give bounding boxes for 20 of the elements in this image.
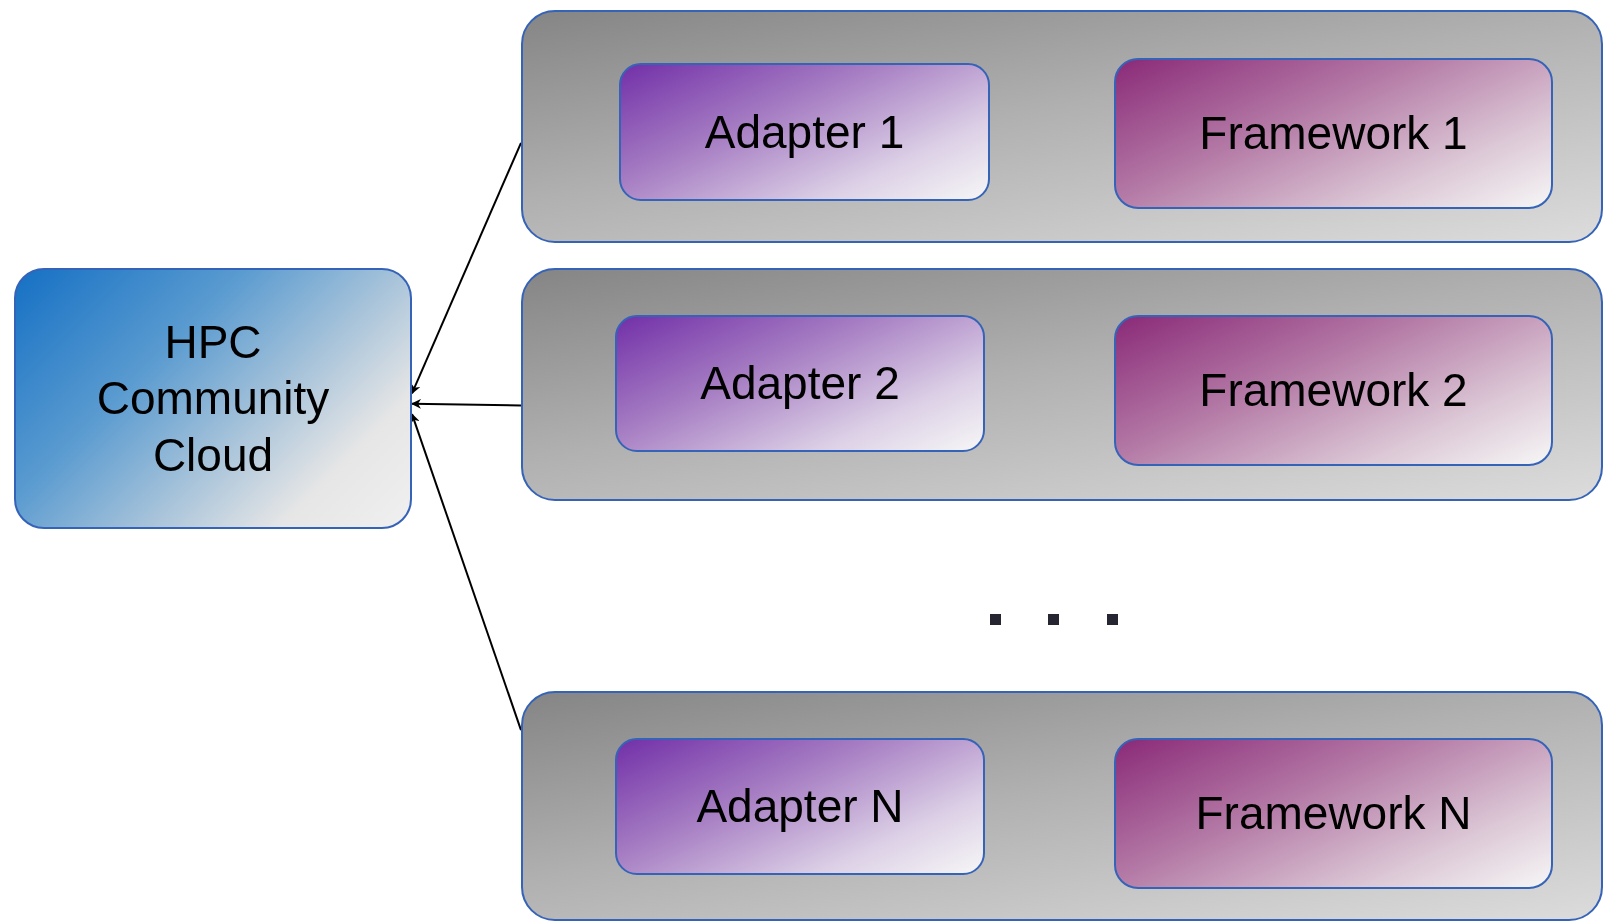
hpc-node <box>14 268 412 529</box>
arrow <box>410 413 522 732</box>
node-label: Adapter 1 <box>704 104 905 160</box>
adapter-box <box>615 315 985 452</box>
framework-box <box>1114 738 1553 889</box>
group-panel <box>521 10 1603 243</box>
arrow <box>411 398 522 409</box>
node-label: HPC Community Cloud <box>95 315 331 483</box>
framework-box <box>1114 315 1553 466</box>
node-label: Framework 1 <box>1199 106 1468 162</box>
group-panel <box>521 268 1603 501</box>
adapter-box <box>619 63 990 201</box>
arrow <box>411 141 522 395</box>
node-label: Adapter 2 <box>700 356 900 412</box>
adapter-box <box>615 738 985 875</box>
node-label: Framework N <box>1195 786 1472 842</box>
node-label: Adapter N <box>696 779 904 835</box>
framework-box <box>1114 58 1553 209</box>
node-label: Framework 2 <box>1199 363 1468 419</box>
group-panel <box>521 691 1603 921</box>
